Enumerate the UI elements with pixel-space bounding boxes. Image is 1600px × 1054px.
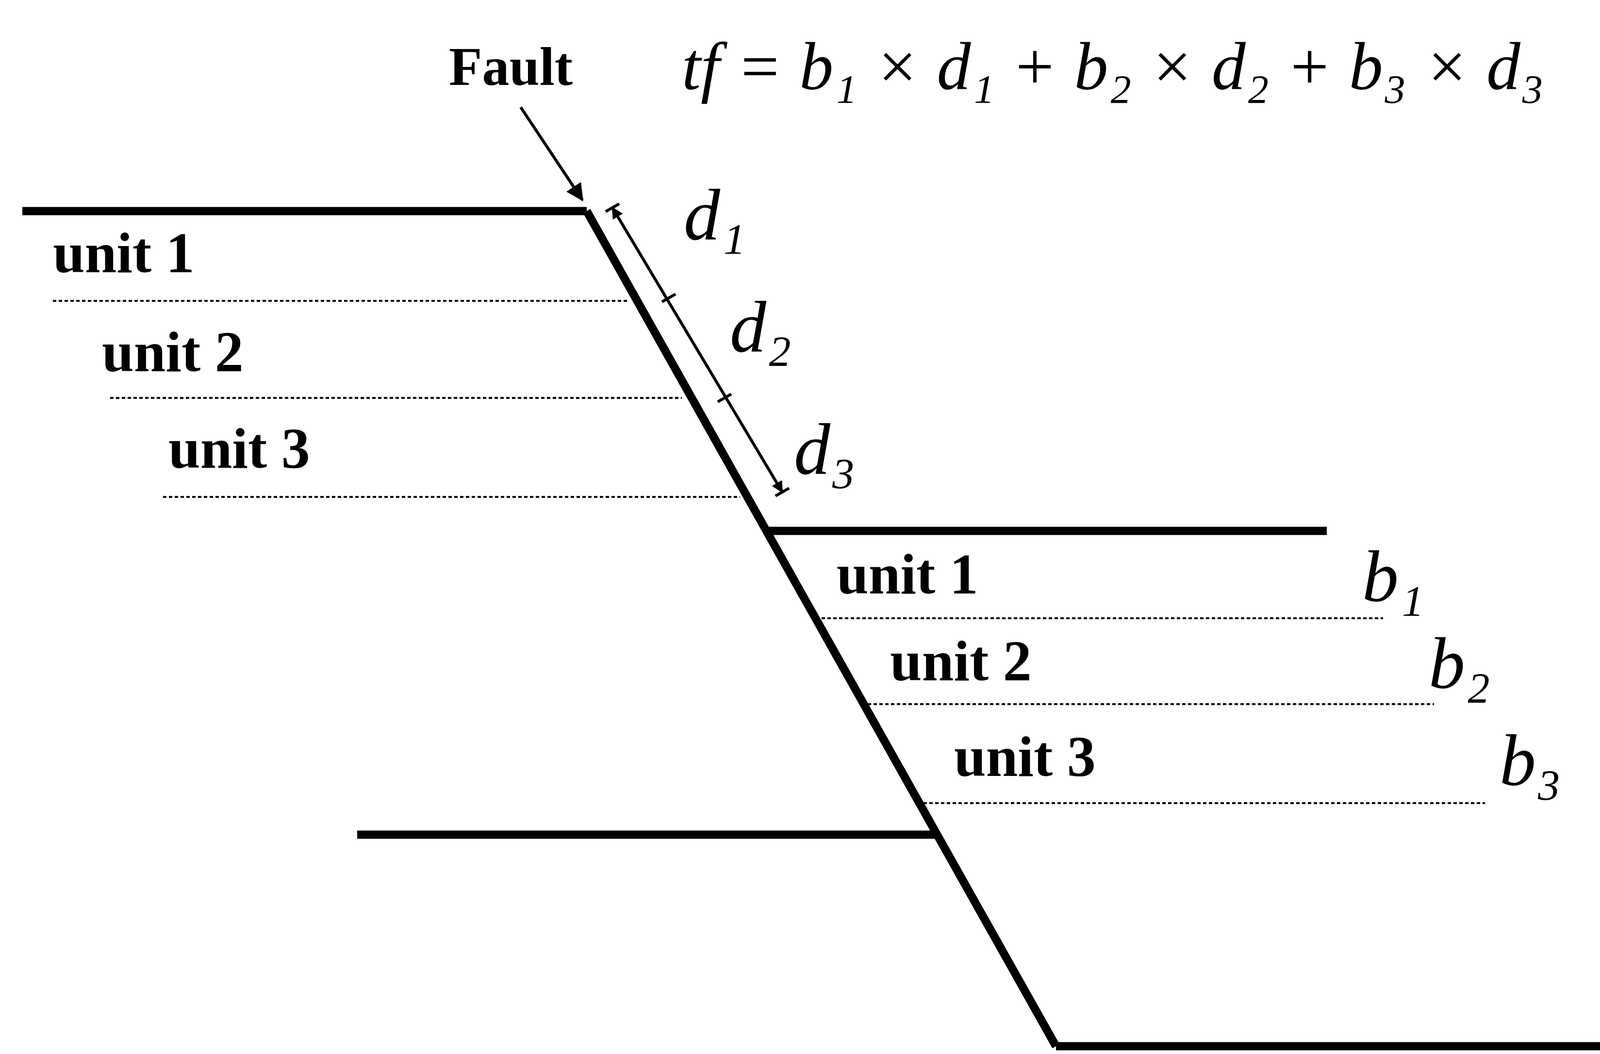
thickness-label: b₁	[1362, 540, 1424, 613]
ground-surface	[22, 207, 587, 216]
unit-label: unit 3	[954, 728, 1096, 786]
unit-boundary	[110, 396, 682, 399]
fault-label: Fault	[448, 39, 573, 94]
fault-pointer	[520, 107, 583, 200]
unit-label: unit 2	[101, 323, 244, 381]
unit-boundaries	[52, 300, 1485, 804]
fault-plane	[586, 211, 1056, 1047]
unit-boundary	[867, 703, 1435, 706]
thickness-label: b₂	[1428, 626, 1491, 700]
unit-label: unit 2	[890, 632, 1032, 691]
dimension-tick	[605, 203, 620, 212]
unit-label: unit 1	[52, 224, 195, 282]
surfaces	[22, 211, 1600, 1047]
dimension-label: d₁	[683, 178, 746, 251]
unit-label: unit 3	[168, 420, 311, 478]
dimension-tick	[661, 294, 676, 302]
dimension-tick	[717, 394, 732, 402]
formula: tf = b₁ × d₁ + b₂ × d₂ + b₃ × d₃	[681, 32, 1545, 101]
dimension-label: d₃	[793, 412, 856, 486]
dimension-tick	[775, 488, 790, 496]
unit-boundary	[821, 617, 1384, 620]
unit-boundary	[163, 495, 741, 498]
unit-label: unit 1	[836, 545, 979, 604]
hanging-wall-base	[357, 830, 937, 840]
unit-boundary	[923, 802, 1485, 805]
thickness-label: b₃	[1499, 724, 1562, 797]
unit-boundary	[52, 299, 628, 302]
dimension-label: d₂	[729, 290, 792, 363]
footwall-base	[1055, 1042, 1600, 1051]
offset-surface	[765, 527, 1327, 536]
